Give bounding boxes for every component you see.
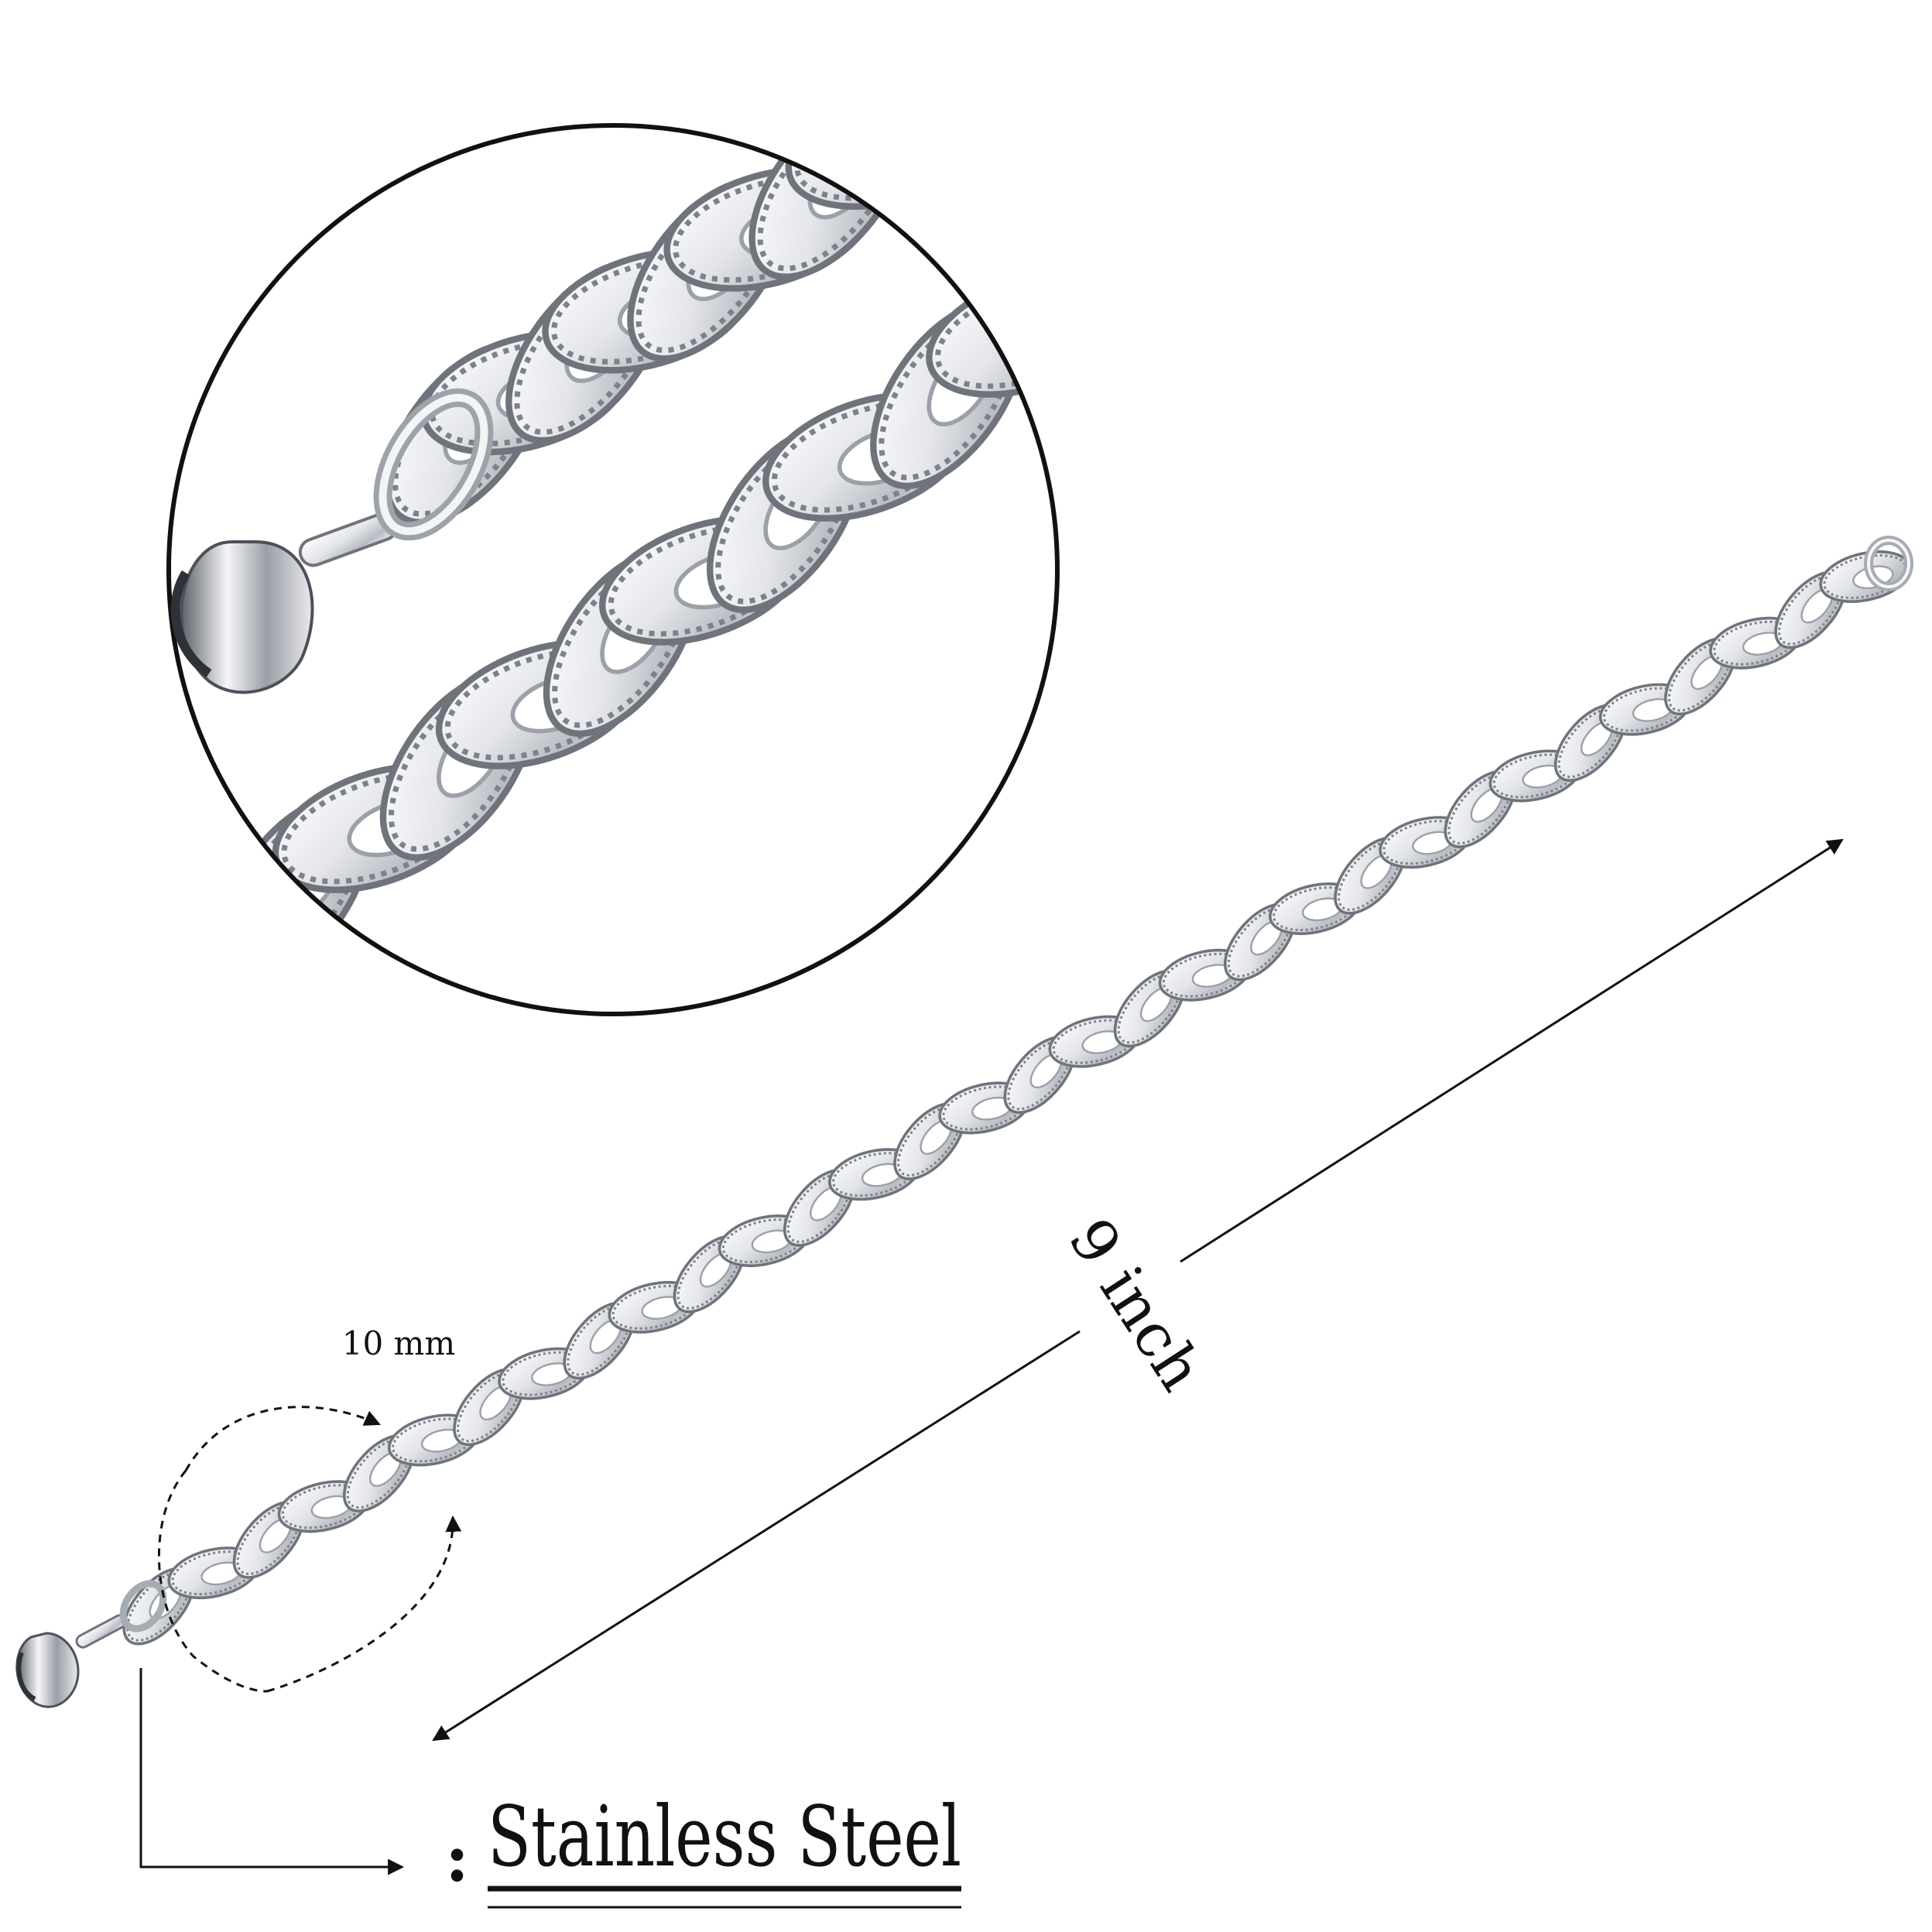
zoom-clasp <box>170 388 494 694</box>
length-label: 9 inch <box>1055 1207 1216 1403</box>
width-label: 10 mm <box>342 1324 455 1362</box>
length-arrow-lower <box>432 1330 1081 1742</box>
bracelet <box>15 536 1913 1708</box>
length-arrow-upper <box>1180 838 1844 1263</box>
width-dimension: 10 mm <box>157 1324 462 1693</box>
material-label: Stainless Steel <box>488 1789 961 1886</box>
width-dashed-arc-lower <box>266 1515 462 1693</box>
material-colon: : <box>445 1820 469 1896</box>
lobster-clasp <box>15 1580 167 1708</box>
width-dashed-arc-upper <box>157 1470 268 1693</box>
zoom-detail <box>166 123 1060 1016</box>
zoom-circle-border <box>166 123 1060 1016</box>
material-callout: : Stainless Steel <box>139 1668 961 1909</box>
bracelet-chain <box>122 550 1912 1646</box>
material-leader-line <box>139 1668 405 1875</box>
